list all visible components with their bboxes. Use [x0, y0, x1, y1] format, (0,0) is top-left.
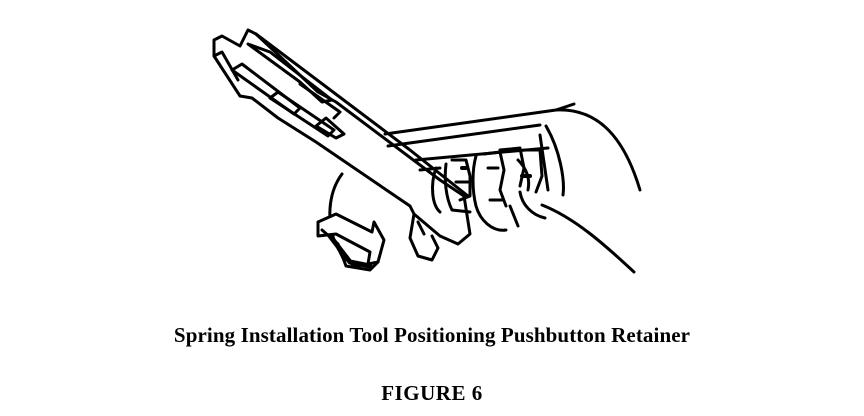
figure-illustration	[212, 28, 642, 274]
cover-shell	[518, 108, 642, 274]
push-direction-arrow	[316, 212, 386, 272]
spring-installation-tool	[212, 28, 472, 262]
pushbutton-retainer	[431, 146, 544, 232]
figure-label: FIGURE 6	[381, 381, 483, 405]
figure-caption: Spring Installation Tool Positioning Pus…	[173, 323, 691, 347]
